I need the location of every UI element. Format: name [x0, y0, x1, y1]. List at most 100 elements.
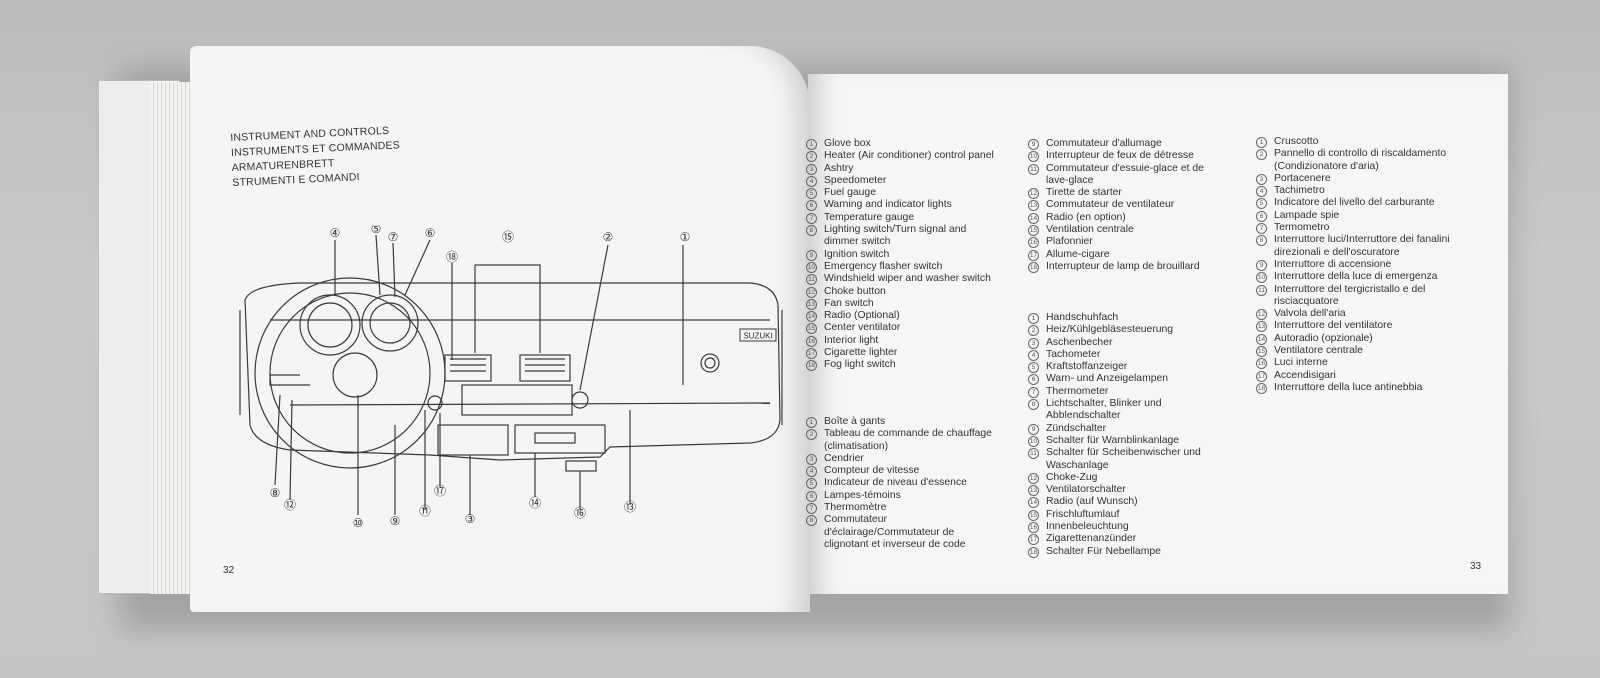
- legend-number: 15: [1256, 345, 1274, 358]
- legend-number-badge: 3: [806, 453, 817, 465]
- legend-number-badge: 8: [806, 515, 817, 527]
- dashboard-diagram: SUZUKI ① ② ③ ④ ⑤ ⑥ ⑦ ⑧ ⑨ ⑩ ⑪ ⑫ ⑬ ⑭ ⑮ ⑯ ⑰…: [239, 225, 783, 530]
- callout-6: ⑥: [425, 226, 436, 240]
- legend-number: 14: [806, 310, 824, 323]
- legend-text: Lampade spie: [1274, 209, 1340, 221]
- legend-number-badge: 14: [806, 311, 817, 323]
- legend-number-badge: 16: [1256, 358, 1267, 370]
- legend-number: 8: [1028, 398, 1046, 423]
- legend-number: 2: [1256, 148, 1274, 173]
- legend-number: 15: [1028, 509, 1046, 521]
- legend-number-badge: 9: [806, 249, 817, 261]
- legend-number: 1: [1028, 312, 1046, 324]
- legend-number-badge: 10: [1028, 151, 1039, 163]
- page-number-right: 33: [1470, 561, 1482, 572]
- legend-number-badge: 10: [806, 261, 817, 273]
- legend-number: 12: [806, 286, 824, 298]
- legend-number: 18: [806, 359, 824, 372]
- legend-text: Kraftstoffanzeiger: [1046, 361, 1128, 373]
- legend-number-badge: 10: [1256, 272, 1267, 284]
- legend-number: 7: [1256, 222, 1274, 235]
- legend-text: Thermomètre: [824, 502, 887, 514]
- legend-text: Tachometer: [1046, 348, 1101, 360]
- legend-text: Schalter Für Nebellampe: [1046, 545, 1161, 557]
- legend-number: 17: [1028, 533, 1046, 546]
- legend-item: 14 Radio (Optional): [806, 310, 996, 323]
- legend-number: 1: [1256, 136, 1274, 148]
- legend-text: Interruttore della luce di emergenza: [1274, 271, 1438, 283]
- legend-number: 9: [1028, 423, 1046, 435]
- legend-number: 17: [806, 347, 824, 360]
- legend-text: Commutateur de ventilateur: [1046, 199, 1175, 211]
- legend-number-badge: 7: [806, 503, 817, 515]
- legend-number-badge: 4: [806, 175, 817, 187]
- legend-number: 13: [1028, 484, 1046, 497]
- page-number-left: 32: [223, 565, 235, 576]
- legend-text: Speedometer: [824, 174, 887, 186]
- legend-text: Radio (Optional): [824, 310, 900, 322]
- legend-number: 10: [806, 261, 824, 273]
- legend-item: 6 Lampade spie: [1256, 210, 1456, 222]
- legend-number-badge: 6: [1256, 210, 1267, 222]
- legend-text: Pannello di controllo di riscaldamento (…: [1274, 148, 1447, 172]
- legend-number-badge: 4: [1256, 186, 1267, 198]
- legend-number-badge: 9: [1256, 259, 1267, 271]
- callout-14: ⑭: [529, 496, 541, 510]
- legend-text: Schalter für Warnblinkanlage: [1046, 434, 1180, 446]
- legend-number: 4: [806, 175, 824, 187]
- legend-number-badge: 13: [806, 298, 817, 310]
- legend-text: Handschuhfach: [1046, 312, 1119, 323]
- legend-text: Zündschalter: [1046, 422, 1107, 434]
- callout-16: ⑯: [574, 506, 586, 520]
- callout-12: ⑫: [284, 498, 296, 512]
- legend-number: 3: [1028, 337, 1046, 349]
- legend-text: Commutateur d'allumage: [1046, 138, 1162, 149]
- legend-number: 6: [806, 199, 824, 212]
- legend-text: Interruttore del tergicristallo e del ri…: [1274, 283, 1426, 307]
- legend-number: 15: [806, 322, 824, 335]
- legend-number: 5: [1256, 197, 1274, 210]
- callout-4: ④: [330, 226, 341, 240]
- callout-5: ⑤: [371, 225, 382, 236]
- legend-text: Radio (en option): [1046, 211, 1126, 223]
- legend-number: 1: [806, 416, 824, 428]
- legend-text: Commutateur d'essuie-glace et de lave-gl…: [1046, 162, 1204, 186]
- legend-number: 2: [806, 150, 824, 163]
- legend-number-badge: 8: [806, 225, 817, 237]
- legend-number: 4: [1028, 349, 1046, 361]
- legend-text: Luci interne: [1274, 357, 1328, 369]
- legend-number-badge: 16: [1028, 522, 1039, 534]
- legend-number: 13: [1028, 199, 1046, 212]
- legend-number: 18: [1028, 261, 1046, 273]
- legend-text: Innenbeleuchtung: [1046, 521, 1129, 533]
- legend-text: Warning and indicator lights: [824, 199, 952, 211]
